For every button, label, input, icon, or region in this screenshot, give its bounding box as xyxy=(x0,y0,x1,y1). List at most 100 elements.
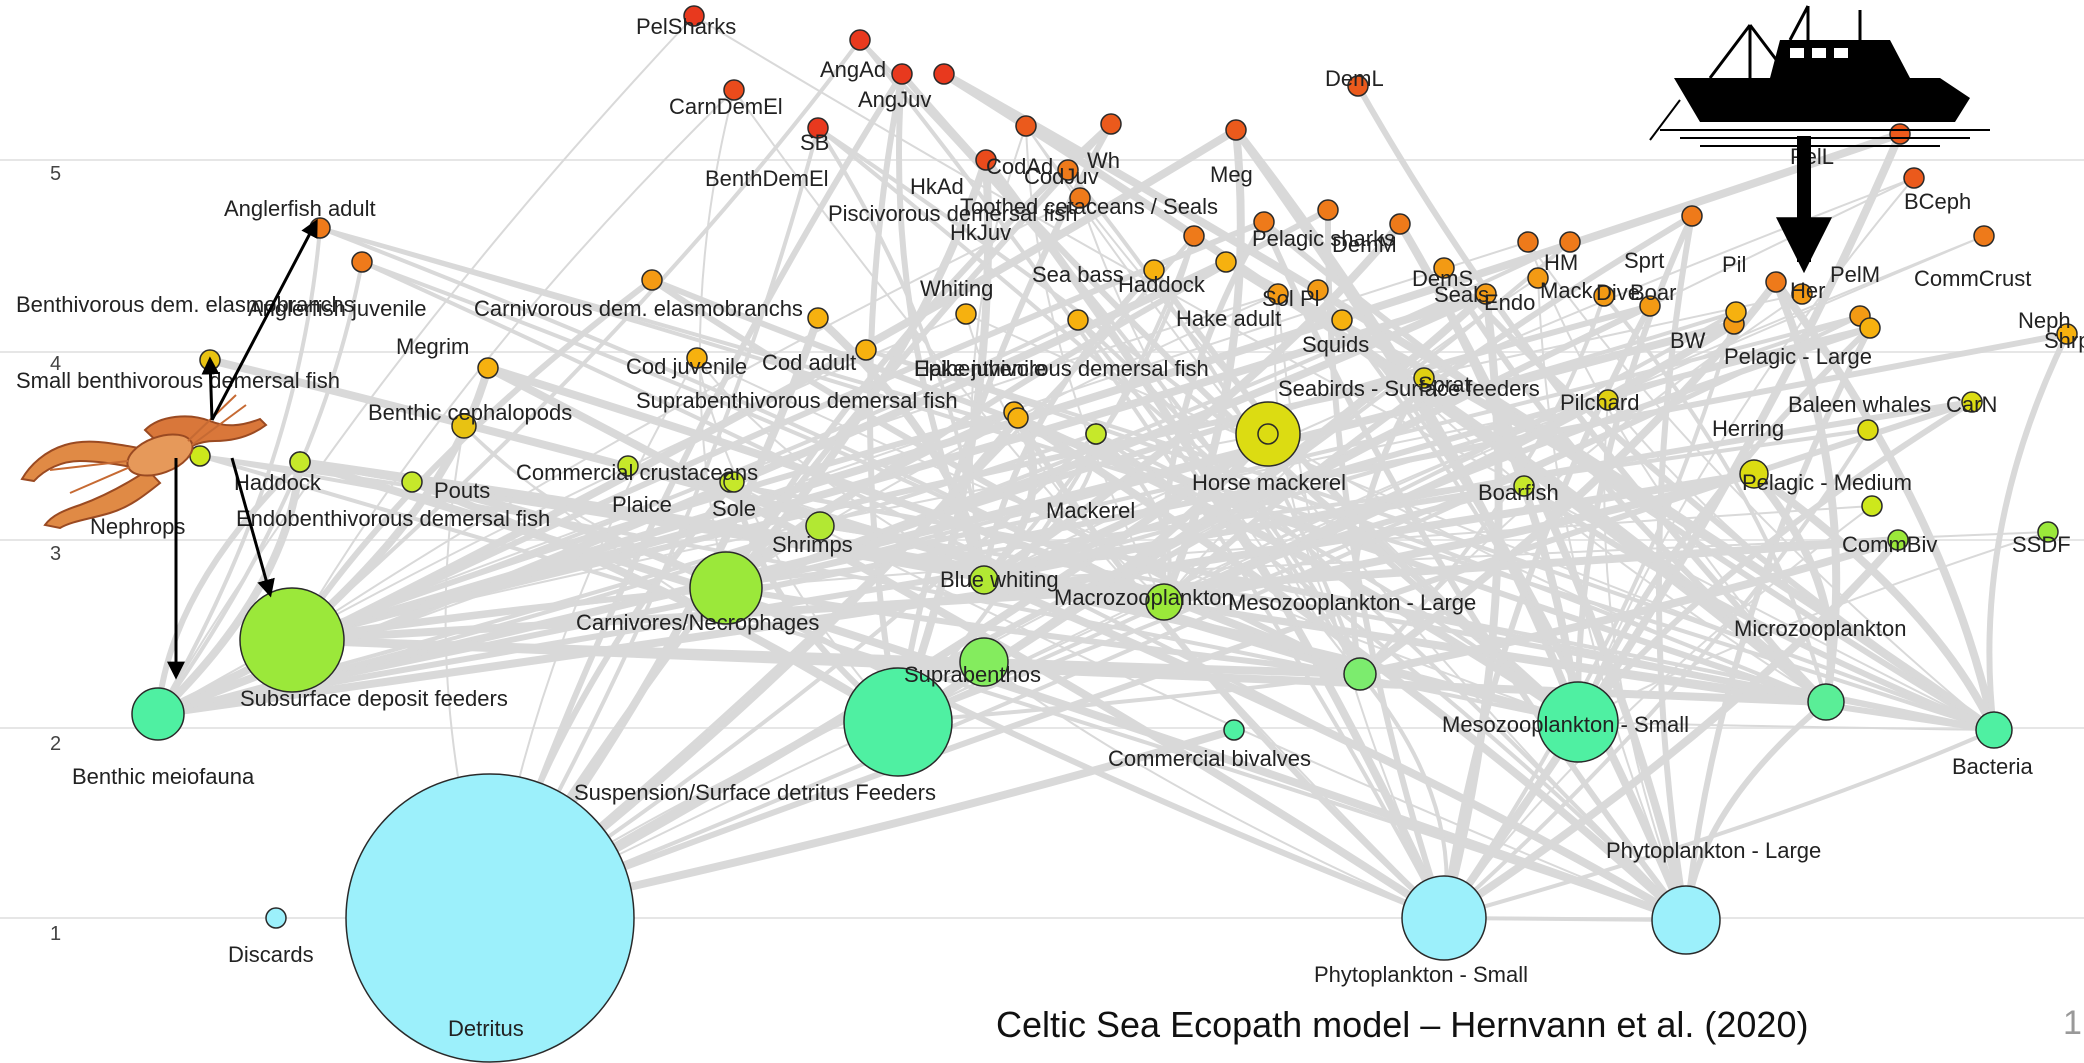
species-node[interactable] xyxy=(1253,211,1275,233)
species-node[interactable] xyxy=(289,451,311,473)
species-node[interactable] xyxy=(1903,167,1925,189)
species-node[interactable] xyxy=(1433,257,1455,279)
species-node[interactable] xyxy=(1225,119,1247,141)
species-node[interactable] xyxy=(1331,309,1353,331)
species-node[interactable] xyxy=(1807,683,1845,721)
species-node[interactable] xyxy=(1347,75,1369,97)
feeding-link xyxy=(1025,125,1165,603)
species-label: Small benthivorous demersal fish xyxy=(16,368,340,393)
feeding-link xyxy=(296,458,1168,606)
species-label: Suprabenthos xyxy=(904,662,1041,687)
species-node[interactable] xyxy=(345,773,635,1063)
species-node[interactable] xyxy=(933,63,955,85)
species-label: Hake adult xyxy=(1176,306,1281,331)
species-node[interactable] xyxy=(849,29,871,51)
species-node[interactable] xyxy=(1067,309,1089,331)
species-node[interactable] xyxy=(807,117,829,139)
species-node[interactable] xyxy=(955,303,977,325)
species-label: Phytoplankton - Large xyxy=(1606,838,1821,863)
species-node[interactable] xyxy=(265,907,287,929)
species-node[interactable] xyxy=(689,551,763,625)
species-node[interactable] xyxy=(807,307,829,329)
species-node[interactable] xyxy=(1069,187,1091,209)
species-node[interactable] xyxy=(1475,283,1497,305)
species-node[interactable] xyxy=(1145,583,1183,621)
species-node[interactable] xyxy=(1401,875,1487,961)
species-node[interactable] xyxy=(351,251,373,273)
species-node[interactable] xyxy=(451,413,477,439)
species-node[interactable] xyxy=(1317,199,1339,221)
species-node[interactable] xyxy=(1861,495,1883,517)
species-node[interactable] xyxy=(1267,283,1289,305)
species-node[interactable] xyxy=(641,269,663,291)
species-node[interactable] xyxy=(477,357,499,379)
feeding-link xyxy=(982,432,1099,582)
species-node[interactable] xyxy=(1413,367,1435,389)
feeding-link xyxy=(1443,505,1873,919)
species-node[interactable] xyxy=(1739,459,1769,489)
species-node[interactable] xyxy=(1085,423,1107,445)
species-node[interactable] xyxy=(975,149,997,171)
species-node[interactable] xyxy=(1183,225,1205,247)
species-node[interactable] xyxy=(1887,529,1909,551)
species-node[interactable] xyxy=(1307,279,1329,301)
species-label: Mackerel xyxy=(1046,498,1135,523)
species-label: Baleen whales xyxy=(1788,392,1931,417)
species-node[interactable] xyxy=(969,565,999,595)
species-node[interactable] xyxy=(1015,115,1037,137)
species-node[interactable] xyxy=(2056,323,2078,345)
species-node[interactable] xyxy=(1537,681,1619,763)
species-label: Cod adult xyxy=(762,350,856,375)
species-node[interactable] xyxy=(1765,271,1787,293)
species-label: Phytoplankton - Small xyxy=(1314,962,1528,987)
species-label: Her xyxy=(1790,278,1825,303)
species-node[interactable] xyxy=(2037,521,2059,543)
species-node[interactable] xyxy=(1513,475,1535,497)
feeding-link xyxy=(155,331,2070,717)
species-label: Suprabenthivorous demersal fish xyxy=(636,388,958,413)
species-node[interactable] xyxy=(617,455,639,477)
species-node[interactable] xyxy=(131,687,185,741)
species-node[interactable] xyxy=(1527,267,1549,289)
species-node[interactable] xyxy=(1725,301,1747,323)
species-node[interactable] xyxy=(855,339,877,361)
species-node[interactable] xyxy=(1559,231,1581,253)
species-node[interactable] xyxy=(1343,657,1377,691)
species-node[interactable] xyxy=(723,471,745,493)
species-node[interactable] xyxy=(1215,251,1237,273)
species-label: Endobenthivorous demersal fish xyxy=(236,506,550,531)
feeding-link xyxy=(1527,241,1827,703)
trophic-level-axis: 5 4 3 2 1 xyxy=(50,163,61,945)
species-label: Shrp xyxy=(2044,328,2084,353)
species-node[interactable] xyxy=(1143,259,1165,281)
species-node[interactable] xyxy=(1593,285,1615,307)
species-node[interactable] xyxy=(1100,113,1122,135)
species-node[interactable] xyxy=(959,637,1009,687)
species-node[interactable] xyxy=(1517,231,1539,253)
species-node[interactable] xyxy=(1973,225,1995,247)
species-node[interactable] xyxy=(1857,419,1879,441)
species-node[interactable] xyxy=(1257,423,1279,445)
species-node[interactable] xyxy=(1597,389,1619,411)
species-node[interactable] xyxy=(1057,159,1079,181)
species-node[interactable] xyxy=(805,511,835,541)
species-node[interactable] xyxy=(1223,719,1245,741)
species-node[interactable] xyxy=(1889,123,1911,145)
species-node[interactable] xyxy=(1651,885,1721,955)
species-node[interactable] xyxy=(1791,283,1813,305)
species-node[interactable] xyxy=(891,63,913,85)
species-node[interactable] xyxy=(239,587,345,693)
species-node[interactable] xyxy=(1975,711,2013,749)
species-node[interactable] xyxy=(401,471,423,493)
species-node[interactable] xyxy=(683,5,705,27)
species-node[interactable] xyxy=(686,347,708,369)
species-node[interactable] xyxy=(843,667,953,777)
species-label: Bacteria xyxy=(1952,754,2033,779)
species-node[interactable] xyxy=(1681,205,1703,227)
species-node[interactable] xyxy=(1639,295,1661,317)
species-node[interactable] xyxy=(1389,213,1411,235)
species-node[interactable] xyxy=(1961,391,1983,413)
species-node[interactable] xyxy=(723,79,745,101)
species-node[interactable] xyxy=(1859,317,1881,339)
species-node[interactable] xyxy=(1007,407,1029,429)
